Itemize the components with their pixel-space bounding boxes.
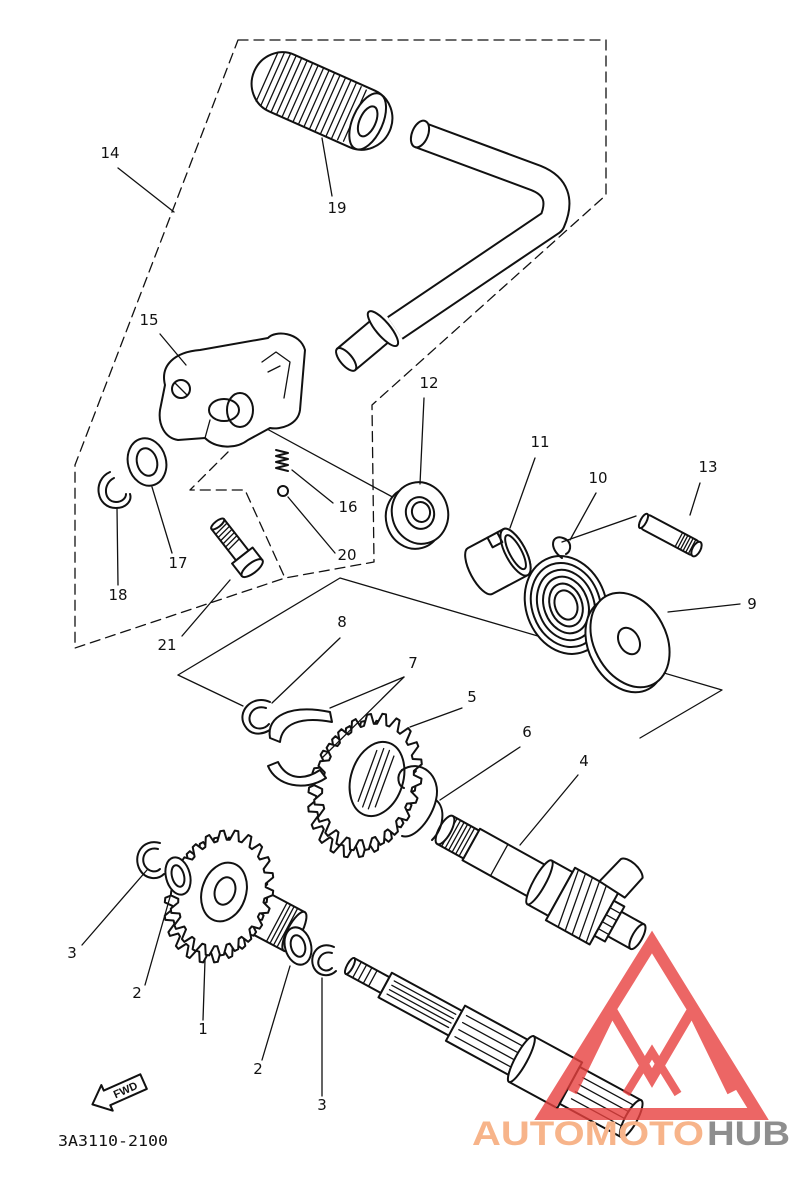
leader-line-5 bbox=[409, 707, 463, 728]
leader-line-2a bbox=[144, 896, 171, 986]
callout-21: 21 bbox=[157, 636, 176, 654]
leader-line-18 bbox=[116, 507, 119, 586]
callout-19: 19 bbox=[327, 199, 346, 217]
watermark-text-secondary: HUB bbox=[707, 1115, 790, 1153]
leader-line-21 bbox=[181, 579, 231, 637]
idler-circlip-left bbox=[136, 841, 165, 880]
callout-labels: 14 19 15 12 11 10 13 16 17 18 20 21 9 8 … bbox=[67, 144, 757, 1114]
kick-gear bbox=[307, 712, 423, 859]
leader-line-11 bbox=[509, 457, 536, 529]
watermark-logo bbox=[534, 930, 769, 1120]
callout-9: 9 bbox=[747, 595, 757, 613]
kick-axle bbox=[434, 814, 647, 951]
oil-seal bbox=[384, 481, 450, 550]
kick-boss bbox=[158, 332, 306, 448]
fwd-arrow-icon: FWD bbox=[91, 1073, 148, 1112]
detent-ball bbox=[277, 485, 289, 497]
idler-washer-right bbox=[283, 926, 313, 966]
leader-line-6 bbox=[439, 746, 521, 801]
leader-line-1 bbox=[202, 959, 206, 1021]
ratchet-tab bbox=[598, 857, 644, 899]
leader-line-15 bbox=[159, 333, 187, 366]
assembly-outlines bbox=[74, 39, 723, 739]
kick-crank-assembly-outline bbox=[74, 39, 607, 649]
callout-2-right: 2 bbox=[253, 1060, 263, 1078]
callout-15: 15 bbox=[139, 311, 158, 329]
callout-7: 7 bbox=[408, 654, 418, 672]
callout-4: 4 bbox=[579, 752, 589, 770]
kick-lever-arm bbox=[335, 119, 571, 372]
callout-13: 13 bbox=[698, 458, 717, 476]
spring-cover bbox=[464, 527, 532, 596]
callout-14: 14 bbox=[100, 144, 119, 162]
lever-pivot-shaft bbox=[335, 310, 400, 372]
leader-line-12 bbox=[419, 397, 425, 485]
leader-line-7b bbox=[321, 676, 405, 759]
grip-knurling bbox=[255, 51, 367, 142]
callout-2-left: 2 bbox=[132, 984, 142, 1002]
axle-circlip bbox=[241, 699, 275, 735]
leader-line-17 bbox=[151, 486, 173, 554]
callout-3-left: 3 bbox=[67, 944, 77, 962]
leader-line-2b bbox=[261, 965, 291, 1061]
callout-5: 5 bbox=[467, 688, 477, 706]
leader-line-9 bbox=[667, 603, 741, 613]
callout-8: 8 bbox=[337, 613, 347, 631]
callout-3-right: 3 bbox=[317, 1096, 327, 1114]
bolt-group-outline bbox=[189, 451, 286, 579]
leader-line-19 bbox=[321, 137, 333, 197]
spring-guide-washer bbox=[584, 591, 671, 694]
leader-line-10 bbox=[569, 492, 597, 541]
part-code: 3A3110-2100 bbox=[58, 1132, 168, 1150]
boss-washer bbox=[126, 437, 168, 487]
kick-grip bbox=[250, 51, 394, 151]
leader-line-16 bbox=[291, 469, 334, 504]
spring-hook bbox=[552, 536, 572, 559]
leader-line-8 bbox=[271, 637, 341, 704]
detent-spring bbox=[275, 449, 289, 472]
lever-tube-body bbox=[388, 123, 569, 338]
watermark-text-primary: AUTOMOTO bbox=[472, 1115, 704, 1153]
spring-pin-line bbox=[561, 515, 637, 543]
leader-line-20 bbox=[287, 496, 336, 554]
leader-line-13 bbox=[689, 482, 701, 516]
callout-10: 10 bbox=[588, 469, 607, 487]
leader-lines bbox=[81, 137, 741, 1097]
idler-washer-left bbox=[164, 856, 192, 896]
leader-line-7a bbox=[329, 676, 405, 709]
callout-1: 1 bbox=[198, 1020, 208, 1038]
circlip-link-line bbox=[177, 674, 244, 707]
idler-circlip-right bbox=[311, 944, 337, 977]
axle-assembly-outline bbox=[177, 577, 723, 739]
lever-tube-end bbox=[409, 119, 431, 149]
stopper-half-rings bbox=[267, 708, 333, 787]
callout-6: 6 bbox=[522, 723, 532, 741]
lever-bolt bbox=[210, 517, 264, 579]
callout-20: 20 bbox=[337, 546, 356, 564]
callout-11: 11 bbox=[530, 433, 549, 451]
leader-line-4 bbox=[519, 774, 579, 846]
spring-clip bbox=[397, 765, 444, 841]
leader-line-14 bbox=[117, 167, 175, 213]
callout-12: 12 bbox=[419, 374, 438, 392]
leader-line-3a bbox=[81, 869, 148, 946]
boss-circlip bbox=[97, 471, 132, 509]
callout-17: 17 bbox=[168, 554, 187, 572]
spring-pin bbox=[637, 512, 703, 558]
callout-18: 18 bbox=[108, 586, 127, 604]
callout-16: 16 bbox=[338, 498, 357, 516]
